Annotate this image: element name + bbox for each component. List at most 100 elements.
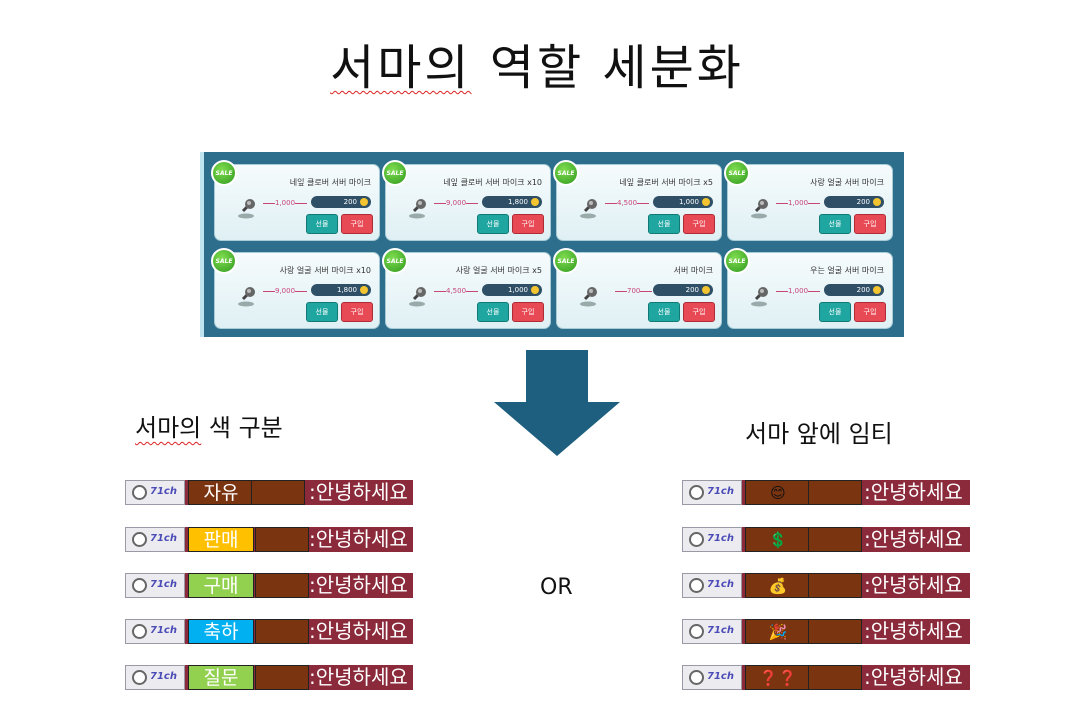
sale-badge: SALE: [724, 160, 750, 186]
disc-icon: [689, 532, 704, 547]
title-squiggled-word: 서마의: [330, 40, 472, 96]
channel-badge: 71ch: [682, 573, 742, 598]
buy-button[interactable]: 구입: [341, 214, 373, 234]
microphone-icon: [409, 199, 426, 219]
buy-button[interactable]: 구입: [683, 214, 715, 234]
channel-label: 71ch: [707, 579, 734, 590]
shop-item-name: 네잎 클로버 서버 마이크: [289, 178, 371, 187]
gift-button[interactable]: 선물: [648, 302, 680, 322]
chat-message: :안녕하세요: [864, 665, 963, 689]
buy-button[interactable]: 구입: [854, 214, 886, 234]
microphone-icon: [580, 287, 597, 307]
buy-button[interactable]: 구입: [854, 302, 886, 322]
chat-line: 71ch 💲 :안녕하세요: [682, 527, 970, 552]
sale-badge: SALE: [211, 248, 237, 274]
channel-badge: 71ch: [125, 573, 185, 598]
channel-label: 71ch: [150, 625, 177, 636]
right-heading: 서마 앞에 임티: [745, 420, 893, 448]
gift-button[interactable]: 선물: [819, 302, 851, 322]
channel-label: 71ch: [707, 625, 734, 636]
chat-line: 71ch❓❓:안녕하세요: [682, 665, 970, 690]
disc-icon: [689, 485, 704, 500]
money-bag-emoji-icon: 💰: [745, 573, 811, 598]
chat-line: 71ch😊:안녕하세요: [682, 480, 970, 505]
channel-badge: 71ch: [125, 665, 185, 690]
old-price-value: 1,000: [788, 199, 809, 207]
left-heading-rest: 색 구분: [201, 414, 283, 442]
channel-label: 71ch: [150, 533, 177, 544]
microphone-icon: [751, 199, 768, 219]
shop-item-name: 서버 마이크: [673, 266, 713, 275]
sale-price: 200: [824, 196, 884, 208]
disc-icon: [689, 624, 704, 639]
microphone-icon: [238, 287, 255, 307]
old-price-value: 4,500: [617, 199, 638, 207]
gift-button[interactable]: 선물: [306, 302, 338, 322]
username-block: [255, 619, 309, 644]
chat-message: :안녕하세요: [864, 619, 963, 643]
sale-price: 1,800: [482, 196, 542, 208]
chat-message: :안녕하세요: [309, 527, 408, 551]
page-title: 서마의 역할 세분화: [0, 28, 1074, 98]
chat-message: :안녕하세요: [309, 480, 408, 504]
old-price: 700: [615, 287, 653, 295]
channel-label: 71ch: [707, 533, 734, 544]
gift-button[interactable]: 선물: [477, 302, 509, 322]
shop-item-name: 사랑 얼굴 서버 마이크 x5: [455, 266, 542, 275]
gift-button[interactable]: 선물: [648, 214, 680, 234]
or-label: OR: [540, 575, 573, 600]
old-price: 9,000: [434, 199, 479, 207]
old-price: 9,000: [263, 287, 308, 295]
old-price-value: 9,000: [275, 287, 296, 295]
buy-button[interactable]: 구입: [512, 302, 544, 322]
shop-item-name: 네잎 클로버 서버 마이크 x5: [619, 178, 713, 187]
buy-button[interactable]: 구입: [341, 302, 373, 322]
channel-label: 71ch: [150, 671, 177, 682]
chat-message: :안녕하세요: [864, 480, 963, 504]
sale-badge: SALE: [724, 248, 750, 274]
old-price-value: 1,000: [788, 287, 809, 295]
sale-badge: SALE: [382, 160, 408, 186]
old-price-value: 9,000: [446, 199, 467, 207]
old-price: 4,500: [434, 287, 479, 295]
channel-label: 71ch: [707, 671, 734, 682]
channel-label: 71ch: [150, 486, 177, 497]
category-tag: 구매: [188, 573, 254, 598]
username-block: [255, 573, 309, 598]
down-arrow-icon: [494, 350, 620, 456]
sale-badge: SALE: [553, 160, 579, 186]
chat-message: :안녕하세요: [864, 527, 963, 551]
username-block: [255, 665, 309, 690]
buy-button[interactable]: 구입: [512, 214, 544, 234]
channel-badge: 71ch: [682, 480, 742, 505]
username-block: [808, 527, 862, 552]
gift-button[interactable]: 선물: [819, 214, 851, 234]
left-heading: 서마의 색 구분: [135, 408, 283, 443]
old-price-value: 4,500: [446, 287, 467, 295]
shop-item-name: 네잎 클로버 서버 마이크 x10: [443, 178, 542, 187]
microphone-icon: [409, 287, 426, 307]
username-block: [808, 573, 862, 598]
dollar-emoji-icon: 💲: [745, 527, 811, 552]
username-block: [808, 665, 862, 690]
gift-button[interactable]: 선물: [477, 214, 509, 234]
username-block: [255, 527, 309, 552]
channel-badge: 71ch: [125, 480, 185, 505]
channel-badge: 71ch: [682, 527, 742, 552]
old-price: 4,500: [605, 199, 650, 207]
left-heading-squiggled: 서마의: [135, 414, 202, 442]
buy-button[interactable]: 구입: [683, 302, 715, 322]
gift-button[interactable]: 선물: [306, 214, 338, 234]
disc-icon: [689, 670, 704, 685]
disc-icon: [132, 485, 147, 500]
